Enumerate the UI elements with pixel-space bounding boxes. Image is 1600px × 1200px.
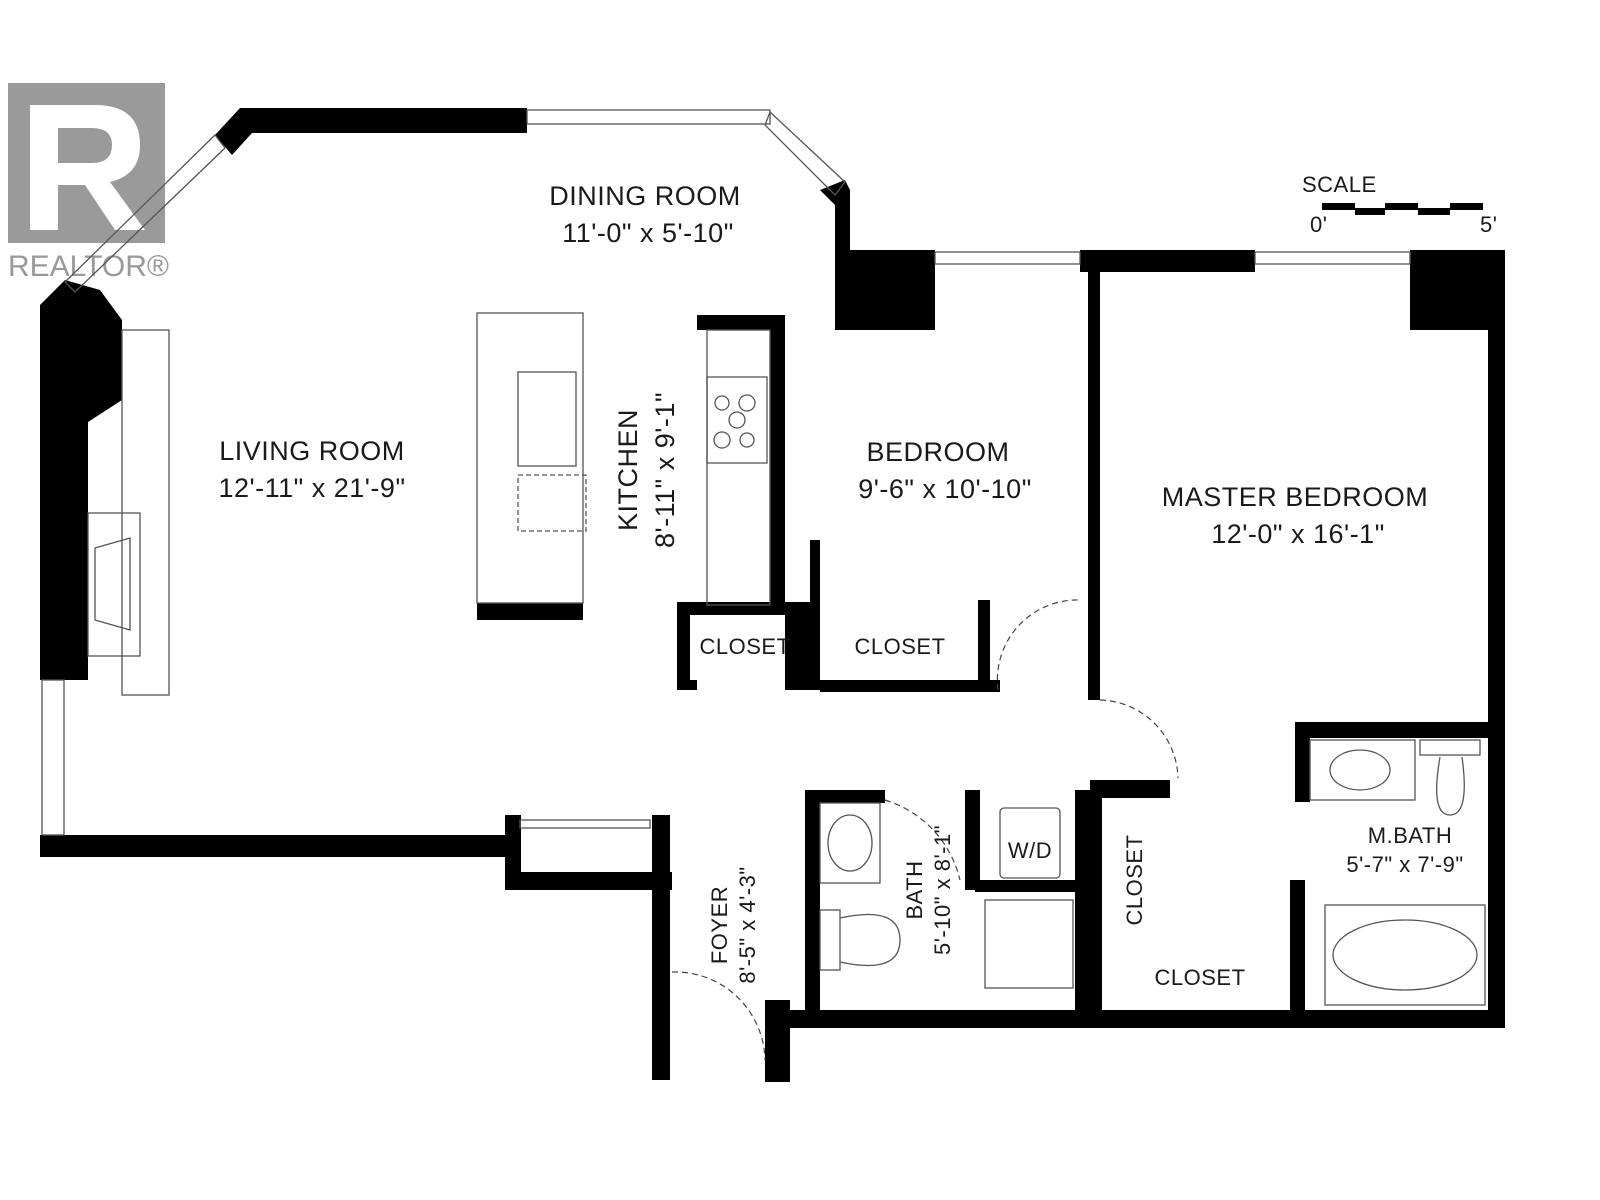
room-bath: BATH 5'-10" x 8'-1" (902, 825, 955, 955)
room-dims: 5'-10" x 8'-1" (930, 825, 955, 955)
room-dims: 11'-0" x 5'-10" (562, 218, 734, 248)
room-dining: DINING ROOM 11'-0" x 5'-10" (549, 181, 741, 248)
room-name: LIVING ROOM (219, 436, 405, 466)
room-name: BEDROOM (866, 437, 1009, 467)
walls (40, 108, 1505, 1082)
room-dims: 12'-0" x 16'-1" (1211, 519, 1385, 549)
scale-end: 5' (1480, 212, 1497, 237)
realtor-logo: REALTOR® (8, 83, 169, 283)
closet-bedroom-label: CLOSET (854, 634, 945, 659)
room-dims: 8'-11" x 9'-1" (650, 392, 680, 548)
scale-label: SCALE (1302, 172, 1377, 197)
room-living: LIVING ROOM 12'-11" x 21'-9" (218, 436, 405, 503)
room-master-bath: M.BATH 5'-7" x 7'-9" (1346, 823, 1463, 877)
room-dims: 8'-5" x 4'-3" (735, 866, 760, 983)
realtor-logo-text: REALTOR® (8, 250, 169, 283)
room-name: BATH (902, 860, 927, 919)
room-master-bedroom: MASTER BEDROOM 12'-0" x 16'-1" (1162, 482, 1429, 549)
scale-bar: SCALE 0' 5' (1302, 172, 1497, 237)
windows (41, 109, 1411, 836)
room-name: M.BATH (1368, 823, 1452, 848)
closet-vertical-label: CLOSET (1122, 834, 1147, 925)
room-name: KITCHEN (613, 409, 643, 531)
room-name: FOYER (707, 886, 732, 964)
fixtures (87, 312, 1486, 1061)
laundry-label: W/D (1008, 838, 1052, 863)
room-bedroom: BEDROOM 9'-6" x 10'-10" (858, 437, 1032, 504)
room-foyer: FOYER 8'-5" x 4'-3" (707, 866, 760, 983)
room-dims: 9'-6" x 10'-10" (858, 474, 1032, 504)
closet-kitchen-label: CLOSET (699, 634, 790, 659)
room-kitchen: KITCHEN 8'-11" x 9'-1" (613, 392, 680, 548)
scale-start: 0' (1310, 212, 1327, 237)
room-dims: 5'-7" x 7'-9" (1346, 852, 1463, 877)
room-name: DINING ROOM (549, 181, 741, 211)
room-labels: DINING ROOM 11'-0" x 5'-10" LIVING ROOM … (218, 181, 1463, 990)
room-dims: 12'-11" x 21'-9" (218, 473, 405, 503)
room-name: MASTER BEDROOM (1162, 482, 1429, 512)
closet-master-label: CLOSET (1154, 965, 1245, 990)
